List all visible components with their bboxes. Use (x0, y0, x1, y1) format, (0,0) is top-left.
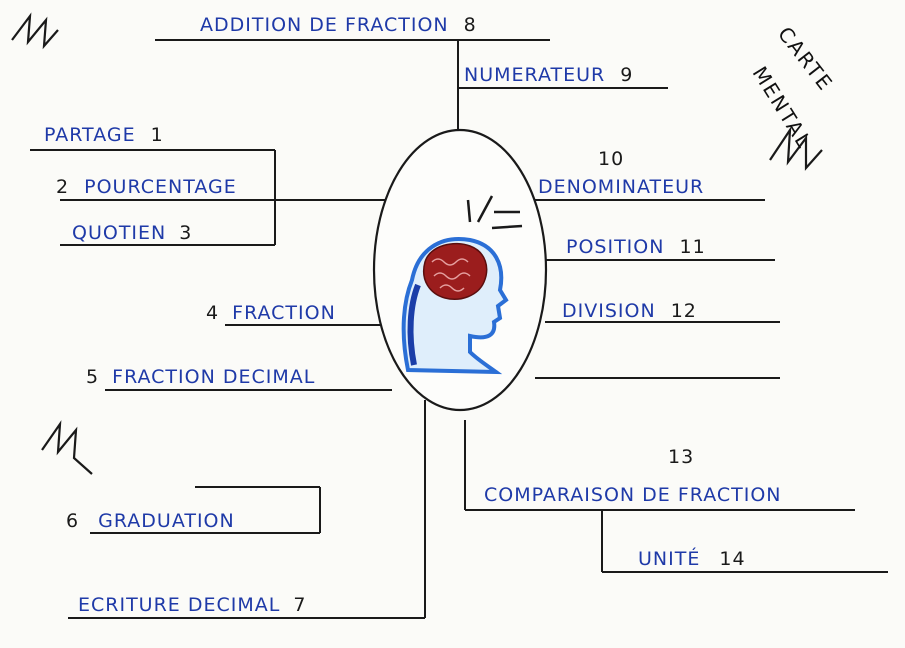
branch-label: ADDITION DE FRACTION (200, 14, 449, 36)
branch-number: 6 (66, 510, 80, 532)
branch-label: POSITION (566, 236, 665, 258)
branch-5: 5 FRACTION DECIMAL (86, 366, 315, 388)
branch-label: GRADUATION (98, 510, 235, 532)
branch-number: 7 (293, 594, 307, 616)
branch-10-number: 10 (598, 148, 625, 170)
branch-label: PARTAGE (44, 124, 136, 146)
branch-10: DENOMINATEUR (538, 176, 704, 198)
branch-11: POSITION 11 (566, 236, 706, 258)
branch-number: 2 (56, 176, 70, 198)
branch-4: 4 FRACTION (206, 302, 336, 324)
branch-label: FRACTION DECIMAL (112, 366, 316, 388)
branch-3: QUOTIEN 3 (72, 222, 192, 244)
branch-12: DIVISION 12 (562, 300, 697, 322)
scribble-top-left (11, 12, 59, 50)
branch-label: DENOMINATEUR (538, 176, 705, 198)
branch-label: COMPARAISON DE FRACTION (484, 484, 782, 506)
branch-number: 5 (86, 366, 100, 388)
branch-number: 9 (620, 64, 634, 86)
center-fraction-glyph (466, 195, 523, 230)
branch-label: POURCENTAGE (84, 176, 237, 198)
head-illustration (401, 237, 509, 375)
branch-label: QUOTIEN (72, 222, 167, 244)
branch-2: 2 POURCENTAGE (56, 176, 237, 198)
connector-lines (30, 39, 888, 619)
branch-label: FRACTION (232, 302, 336, 324)
branch-7: ECRITURE DECIMAL 7 (78, 594, 306, 616)
branch-number: 12 (670, 300, 697, 322)
branch-number: 8 (463, 14, 477, 36)
branch-number: 14 (719, 548, 746, 570)
branch-number: 3 (179, 222, 193, 244)
branch-label: ECRITURE DECIMAL (78, 594, 281, 616)
branch-number: 11 (679, 236, 706, 258)
branch-13-number: 13 (668, 446, 695, 468)
branch-1: PARTAGE 1 (44, 124, 164, 146)
scribble-right (769, 125, 823, 171)
branch-9: NUMERATEUR 9 (464, 64, 633, 86)
branch-number: 1 (150, 124, 164, 146)
branch-14: UNITÉ 14 (638, 548, 746, 570)
branch-8: ADDITION DE FRACTION 8 (200, 14, 477, 36)
scribble-left (41, 420, 93, 475)
branch-13: COMPARAISON DE FRACTION (484, 484, 782, 506)
branch-label: DIVISION (562, 300, 656, 322)
branch-label: UNITÉ (638, 548, 701, 570)
branch-6: 6 GRADUATION (66, 510, 235, 532)
branch-number: 4 (206, 302, 220, 324)
branch-label: NUMERATEUR (464, 64, 606, 86)
